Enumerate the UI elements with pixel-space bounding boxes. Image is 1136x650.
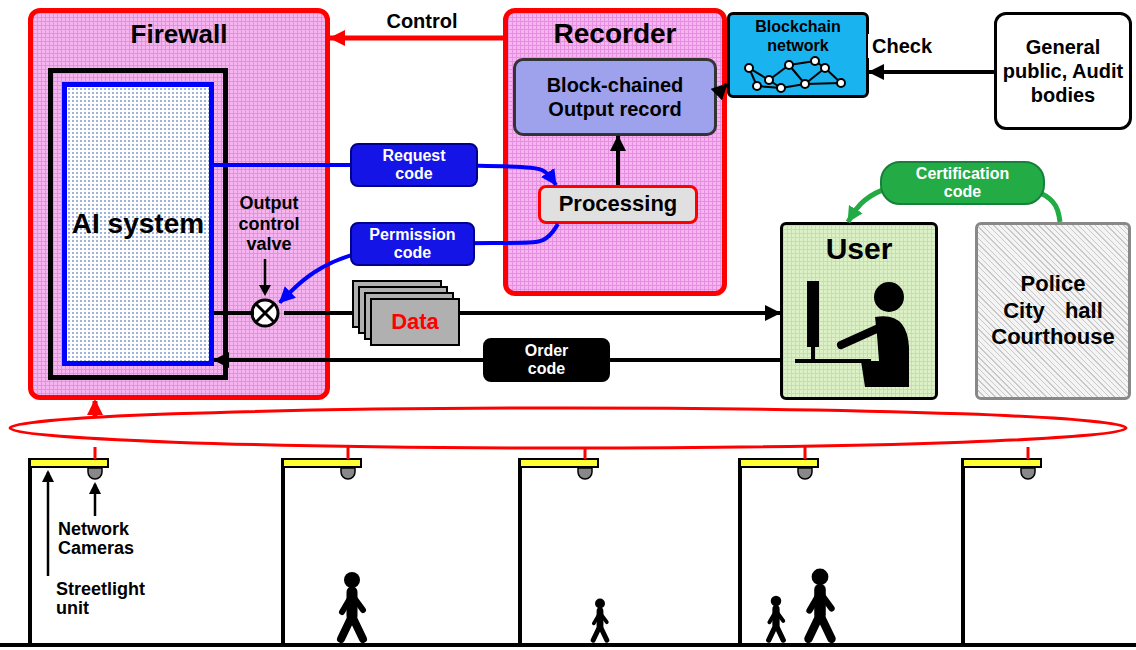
blockchain-box: Blockchain network — [727, 12, 869, 98]
node-text: AI system — [72, 207, 204, 241]
leader-arrow — [47, 472, 50, 576]
user-icon — [789, 275, 929, 393]
edge-label-text: Control — [386, 10, 457, 32]
streetlight-lamp — [283, 459, 361, 467]
node-text: Processing — [559, 191, 678, 217]
node-text: Firewall — [131, 19, 228, 50]
streetlight-pole — [518, 458, 522, 645]
streetlight-lamp — [963, 459, 1041, 467]
network-node — [837, 79, 845, 87]
part-label-text: Streetlight unit — [56, 580, 156, 618]
user-box: User — [780, 222, 938, 400]
connector — [330, 36, 503, 41]
pedestrian — [593, 599, 607, 641]
leader-arrow — [94, 484, 97, 516]
network-node — [745, 64, 753, 72]
connector — [214, 311, 254, 315]
process-box: Processing — [538, 185, 698, 224]
ai-system-box: AI system — [62, 82, 214, 366]
certification-code-tag: Certification code — [880, 161, 1045, 205]
flow-label: Control — [372, 8, 472, 34]
network-camera — [798, 468, 812, 479]
edge-label-text: Check — [872, 35, 932, 57]
valve-circle — [252, 300, 278, 326]
streetlight-group — [30, 447, 1041, 645]
pedestrian-group — [341, 569, 832, 641]
streetlight-lamp — [30, 459, 108, 467]
camera-wire — [347, 447, 350, 459]
firewall-box: AI system Output control valve Firewall — [28, 8, 330, 400]
edge-label-text: Request code — [374, 147, 454, 182]
record-box: Block-chained Output record — [513, 58, 717, 136]
user-head — [874, 282, 904, 312]
pedestrian — [808, 569, 831, 639]
streetlight-pole — [961, 458, 965, 645]
node-text: Recorder — [554, 17, 677, 51]
network-node — [753, 82, 761, 90]
part-label-text: Network Cameras — [58, 520, 158, 558]
edge-label-text: Permission code — [365, 226, 460, 261]
streetlight-lamp — [520, 459, 598, 467]
node-text: Block-chained Output record — [516, 73, 714, 121]
part-label: Streetlight unit — [56, 580, 156, 618]
output-valve: Output control valve — [228, 193, 310, 329]
ground-line — [0, 643, 1136, 647]
flow-label: Check — [868, 34, 936, 58]
network-node — [777, 84, 785, 92]
connector — [284, 311, 780, 315]
authority-box: Police City hall Courthouse — [975, 222, 1131, 400]
valve-symbol — [228, 193, 302, 329]
network-camera — [578, 468, 592, 479]
pedestrian — [341, 572, 363, 639]
node-text: Police City hall Courthouse — [991, 271, 1114, 350]
desk — [795, 347, 871, 361]
connector — [869, 70, 994, 74]
network-node — [765, 76, 773, 84]
network-camera — [88, 468, 102, 479]
recorder-box: Block-chained Output recordProcessing Rec… — [503, 8, 727, 296]
order-code-tag: Order code — [483, 338, 610, 382]
node-text: Blockchain network — [730, 17, 866, 55]
user-body — [861, 316, 909, 387]
network-link — [805, 83, 841, 84]
streetlight-pole — [738, 458, 742, 645]
camera-wire — [584, 447, 587, 459]
network-camera — [341, 468, 355, 479]
connector — [616, 136, 620, 185]
network-camera — [1021, 468, 1035, 479]
camera-network-ring — [10, 408, 1126, 448]
permission-code-tag: Permission code — [350, 222, 475, 266]
node-text: Output control valve — [228, 193, 310, 255]
network-node — [811, 57, 819, 65]
part-label: Network Cameras — [58, 520, 158, 558]
camera-wire — [804, 447, 807, 459]
camera-feed-arrow — [93, 401, 98, 418]
edge-label-text: Order code — [507, 342, 587, 377]
edge-label-text: Data — [391, 310, 439, 334]
camera-wire — [1027, 447, 1030, 459]
pedestrian — [769, 596, 784, 640]
connector — [717, 84, 727, 94]
streetlight-pole — [28, 458, 32, 645]
valve-cross — [256, 304, 274, 322]
camera-wire — [94, 447, 97, 459]
data-packet: Data — [370, 298, 460, 346]
auditor-box: General public, Audit bodies — [994, 12, 1132, 130]
streetlight-pole — [281, 458, 285, 645]
node-text: User — [826, 231, 893, 267]
network-icon — [735, 56, 855, 94]
leader-line — [264, 259, 267, 289]
user-arm — [841, 327, 881, 345]
network-node — [801, 80, 809, 88]
node-text: General public, Audit bodies — [997, 35, 1129, 107]
streetlight-lamp — [740, 459, 818, 467]
monitor — [807, 281, 819, 347]
network-node — [785, 61, 793, 69]
edge-label-text: Certification code — [913, 165, 1013, 200]
network-node — [821, 64, 829, 72]
leader-head — [259, 285, 271, 296]
request-code-tag: Request code — [350, 143, 478, 187]
